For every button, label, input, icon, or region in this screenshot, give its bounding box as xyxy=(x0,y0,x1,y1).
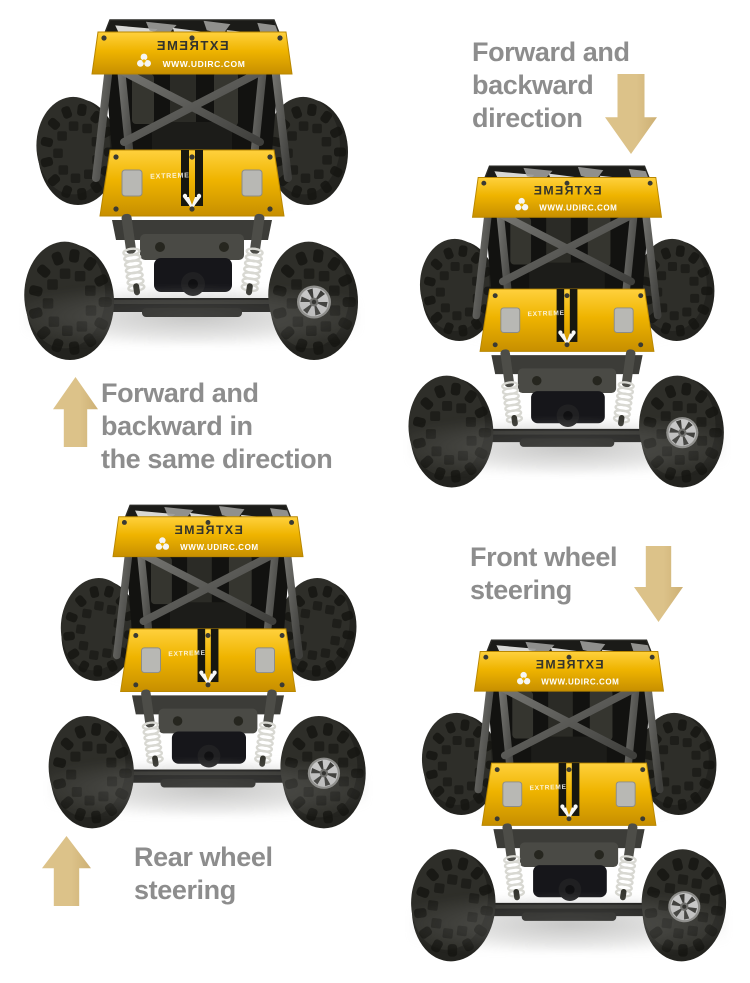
annotation-label-rear-wheel-steering: Rear wheel steering xyxy=(134,842,273,905)
rc-rock-crawler-illustration: EXTREME WWW.UDIRC.COM EXTREME xyxy=(18,486,398,842)
annotation-label-forward-backward-same-direction: Forward and backward in the same directi… xyxy=(101,378,333,474)
rc-rock-crawler-illustration: EXTREME WWW.UDIRC.COM EXTREME xyxy=(0,2,392,372)
arrow-down-icon-forward-backward-direction xyxy=(605,74,657,154)
svg-text:EXTREME: EXTREME xyxy=(150,172,190,180)
svg-text:EXTREME: EXTREME xyxy=(534,658,603,672)
rc-rock-crawler-illustration: EXTREME WWW.UDIRC.COM EXTREME xyxy=(380,618,750,978)
vehicle-photo-top-left: EXTREME WWW.UDIRC.COM EXTREME xyxy=(0,2,392,372)
svg-text:EXTREME: EXTREME xyxy=(527,310,564,318)
svg-text:EXTREME: EXTREME xyxy=(155,38,228,53)
annotation-label-front-wheel-steering: Front wheel steering xyxy=(470,542,618,605)
vehicle-ground-shadow xyxy=(24,286,360,347)
arrow-down-icon-front-wheel-steering xyxy=(634,546,683,622)
vehicle-ground-shadow xyxy=(408,419,726,476)
svg-text:EXTREME: EXTREME xyxy=(173,523,243,537)
vehicle-ground-shadow xyxy=(410,895,728,953)
vehicle-ground-shadow xyxy=(48,760,368,818)
svg-text:WWW.UDIRC.COM: WWW.UDIRC.COM xyxy=(180,543,259,552)
svg-text:EXTREME: EXTREME xyxy=(532,184,601,198)
arrow-up-icon-rear-wheel-steering xyxy=(42,836,91,906)
vehicle-photo-bottom-left: EXTREME WWW.UDIRC.COM EXTREME xyxy=(18,486,398,842)
svg-text:EXTREME: EXTREME xyxy=(529,784,566,792)
svg-text:WWW.UDIRC.COM: WWW.UDIRC.COM xyxy=(541,678,619,687)
arrow-up-icon-forward-backward-same-direction xyxy=(53,377,98,447)
svg-text:WWW.UDIRC.COM: WWW.UDIRC.COM xyxy=(539,204,617,213)
vehicle-photo-bottom-right: EXTREME WWW.UDIRC.COM EXTREME xyxy=(380,618,750,978)
annotation-label-forward-backward-direction: Forward and backward direction xyxy=(472,37,630,133)
rc-rock-crawler-illustration: EXTREME WWW.UDIRC.COM EXTREME xyxy=(378,148,750,500)
svg-text:EXTREME: EXTREME xyxy=(168,650,206,658)
svg-text:WWW.UDIRC.COM: WWW.UDIRC.COM xyxy=(163,59,246,69)
vehicle-photo-top-right: EXTREME WWW.UDIRC.COM EXTREME xyxy=(378,148,750,500)
